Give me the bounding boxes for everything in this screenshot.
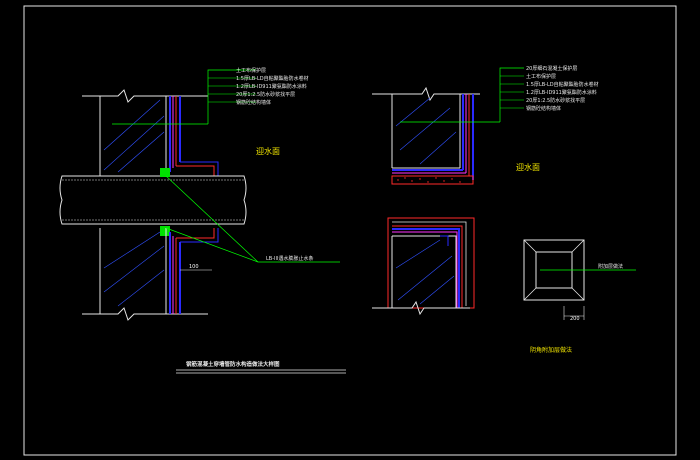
- left-layer-3: 1.2厚LB-ID911聚氨酯防水涂料: [236, 83, 307, 90]
- rt-waterside-label: 迎水面: [516, 162, 540, 172]
- left-layer-2: 1.5厚LB-LD自粘聚酯胎防水卷材: [236, 75, 309, 82]
- left-layer-1: 土工布保护层: [236, 67, 266, 74]
- rt-layer-1: 20厚细石混凝土保护层: [526, 65, 577, 72]
- left-detail-title: 钢筋混凝土穿墙管防水构造做法大样图: [186, 360, 280, 368]
- rt-layer-4: 1.2厚LB-ID911聚氨酯防水涂料: [526, 89, 597, 96]
- rt-layer-6: 钢筋砼结构墙体: [526, 105, 561, 112]
- corner-caption: 阴角附加层做法: [530, 346, 572, 354]
- left-waterside-label: 迎水面: [256, 146, 280, 156]
- corner-block-detail: 附加层做法 200 阴角附加层做法: [523, 239, 636, 354]
- right-top-detail: 20厚细石混凝土保护层 土工布保护层 1.5厚LB-LD自粘聚酯胎防水卷材 1.…: [372, 65, 599, 185]
- drawing-frame: [23, 5, 677, 456]
- left-layer-5: 钢筋砼结构墙体: [236, 99, 271, 106]
- dim-100-text: 100: [189, 264, 199, 270]
- rt-layer-2: 土工布保护层: [526, 73, 556, 80]
- right-bottom-detail: [372, 217, 475, 316]
- dim-200-text: 200: [570, 316, 580, 322]
- left-detail: 100 土工布保护层 1.5厚LB-LD自粘聚酯胎防水卷材 1.2厚LB-ID9…: [59, 67, 346, 374]
- rt-layer-5: 20厚1:2.5防水砂浆找平层: [526, 97, 585, 104]
- rt-layer-3: 1.5厚LB-LD自粘聚酯胎防水卷材: [526, 81, 599, 88]
- left-layer-4: 20厚1:2.5防水砂浆找平层: [236, 91, 295, 98]
- corner-block-label: 附加层做法: [598, 263, 623, 270]
- sealant-label: LB-III遇水膨胀止水条: [266, 255, 313, 262]
